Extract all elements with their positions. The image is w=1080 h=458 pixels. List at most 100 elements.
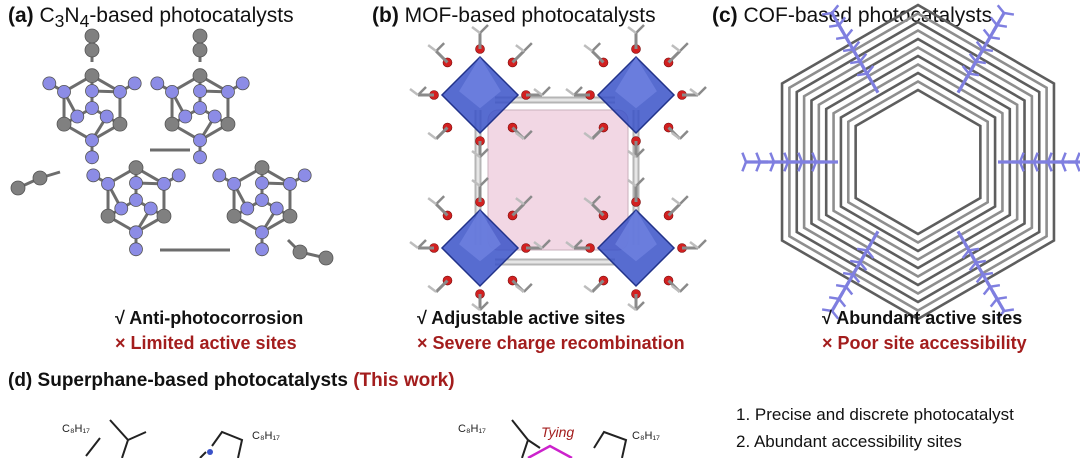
nitrogen-atom <box>221 84 235 99</box>
mof-structure <box>409 24 707 311</box>
panel-b-pro: √ Adjustable active sites <box>417 308 626 328</box>
cof-linker <box>991 291 1006 312</box>
metal-cluster <box>565 24 707 158</box>
nitrogen-atom <box>193 101 207 115</box>
carbon-atom <box>84 68 100 84</box>
nitrogen-atom <box>193 150 207 165</box>
nitrogen-atom <box>227 176 241 191</box>
c3n4-structure <box>10 28 334 266</box>
carbon-atom <box>292 244 308 260</box>
nitrogen-atom <box>193 133 207 148</box>
nitrogen-atom <box>42 76 57 91</box>
cof-layer <box>802 28 1034 296</box>
nitrogen-atom <box>150 76 165 91</box>
superphane-sketch <box>85 419 628 458</box>
nitrogen-atom <box>127 76 142 91</box>
mof-pore <box>487 109 629 251</box>
nitrogen-atom <box>178 109 193 124</box>
carbon-atom <box>254 160 270 176</box>
metal-cluster <box>409 177 551 311</box>
nitrogen-atom <box>255 225 269 240</box>
cof-layer <box>817 45 1019 279</box>
nitrogen-atom <box>57 84 71 99</box>
panel-a-con: × Limited active sites <box>115 333 297 353</box>
nitrogen-atom <box>99 109 114 124</box>
cof-layer <box>832 62 1004 262</box>
chem-label: C₈H₁₇ <box>62 423 90 435</box>
nitrogen-atom <box>171 168 186 183</box>
nitrogen-atom <box>114 201 129 216</box>
cof-layer <box>810 37 1026 287</box>
panel-d-title: (d) Superphane-based photocatalysts (Thi… <box>8 370 455 391</box>
nitrogen-atom <box>143 201 158 216</box>
carbon-atom <box>100 208 116 224</box>
nitrogen-atom <box>85 101 99 115</box>
carbon-atom <box>164 116 180 132</box>
superphane-right-fragment <box>511 419 541 458</box>
panel-a-pro: √ Anti-photocorrosion <box>115 308 304 328</box>
chem-label: C₈H₁₇ <box>252 430 280 442</box>
nitrogen-atom <box>297 168 312 183</box>
nitrogen-atom <box>165 84 179 99</box>
carbon-atom <box>226 208 242 224</box>
nitrogen-atom <box>255 242 269 257</box>
cof-linker <box>830 12 845 33</box>
nitrogen-atom <box>86 168 101 183</box>
carbon-atom <box>128 160 144 176</box>
carbon-atom <box>192 42 208 58</box>
nitrogen-atom <box>255 193 269 207</box>
nitrogen-atom <box>85 133 99 148</box>
chem-label: C₈H₁₇ <box>458 423 486 435</box>
carbon-atom <box>192 68 208 84</box>
panel-b-con: × Severe charge recombination <box>417 333 685 353</box>
cof-layer <box>854 88 982 236</box>
metal-cluster <box>409 24 551 158</box>
nitrogen-atom <box>269 201 284 216</box>
nitrogen-atom <box>212 168 227 183</box>
carbon-atom <box>192 28 208 44</box>
cof-linker <box>830 291 845 312</box>
feature-item: 1. Precise and discrete photocatalyst <box>736 405 1014 424</box>
carbon-atom <box>282 208 298 224</box>
nitrogen-atom <box>113 84 127 99</box>
nitrogen-atom <box>157 176 171 191</box>
nitrogen-atom <box>193 84 207 98</box>
carbon-atom <box>156 208 172 224</box>
panel-b-title: (b) MOF-based photocatalysts <box>372 4 656 27</box>
carbon-atom <box>56 116 72 132</box>
nitrogen-atom <box>101 176 115 191</box>
nitrogen-atom <box>235 76 250 91</box>
chem-label: C₈H₁₇ <box>632 430 660 442</box>
nitrogen-atom-mark <box>207 449 213 455</box>
nitrogen-atom <box>207 109 222 124</box>
tying-label: Tying <box>541 424 575 440</box>
panel-c-con: × Poor site accessibility <box>822 333 1027 353</box>
cof-layer <box>846 79 990 245</box>
nitrogen-atom <box>85 150 99 165</box>
cof-layer <box>788 11 1048 313</box>
panel-a-letter: (a) <box>8 4 34 27</box>
superphane-right-fragment-2 <box>593 430 628 458</box>
panel-a-title: (a) C3N4-based photocatalysts <box>8 4 294 32</box>
cof-structure <box>741 3 1080 321</box>
carbon-atom <box>84 28 100 44</box>
carbon-atom <box>32 170 48 186</box>
carbon-atom <box>318 250 334 266</box>
nitrogen-atom <box>283 176 297 191</box>
carbon-atom <box>84 42 100 58</box>
nitrogen-atom <box>129 193 143 207</box>
tying-bracket <box>527 444 573 458</box>
carbon-atom <box>220 116 236 132</box>
cof-layer <box>780 3 1056 321</box>
feature-item: 2. Abundant accessibility sites <box>736 432 962 451</box>
nitrogen-atom <box>70 109 85 124</box>
cof-channel <box>856 100 980 224</box>
superphane-left-fragment-2 <box>199 430 244 458</box>
cof-linker <box>991 12 1006 33</box>
nitrogen-atom <box>255 176 269 190</box>
panel-c-pro: √ Abundant active sites <box>822 308 1023 328</box>
superphane-left-fragment <box>85 419 147 458</box>
nitrogen-atom <box>129 176 143 190</box>
cof-layer <box>795 20 1041 304</box>
